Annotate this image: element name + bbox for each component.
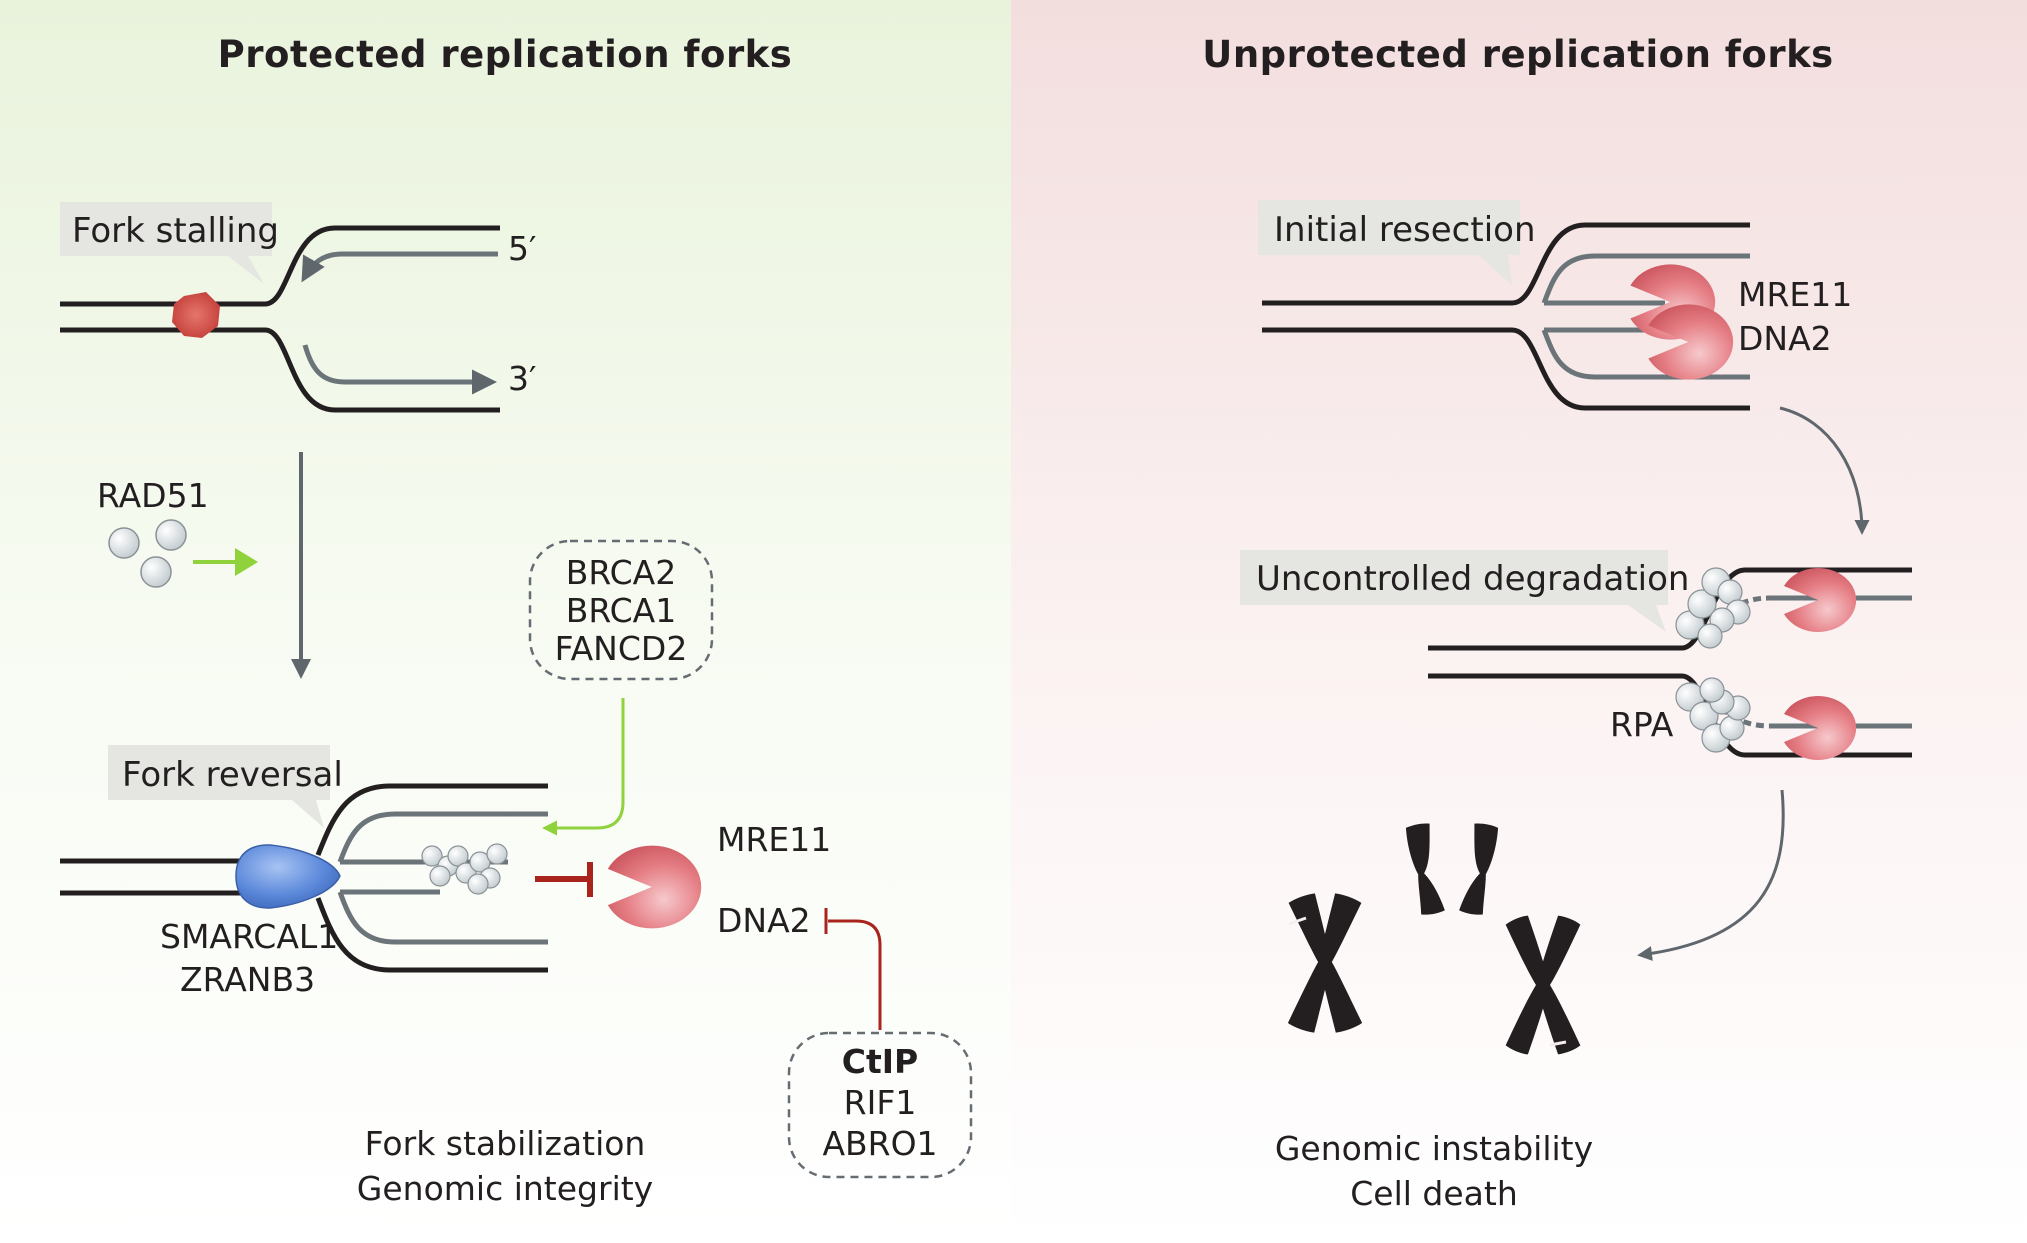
- dna-lesion: [172, 292, 220, 338]
- brca-activation-arrow: [542, 698, 625, 836]
- right-outcome-line2: Cell death: [1350, 1174, 1518, 1213]
- ctip-box: CtIP RIF1 ABRO1: [787, 1031, 973, 1179]
- abro1-label: ABRO1: [822, 1124, 937, 1163]
- rpa-label: RPA: [1610, 705, 1674, 744]
- fork-stalling-label: Fork stalling: [72, 211, 279, 251]
- left-title: Protected replication forks: [218, 33, 793, 76]
- fork-stalling-tag: Fork stalling: [60, 202, 279, 284]
- brca1-label: BRCA1: [566, 591, 677, 630]
- uncontrolled-degradation-label: Uncontrolled degradation: [1256, 559, 1689, 599]
- three-prime-label: 3′: [508, 359, 537, 398]
- rad51-filament: [421, 843, 508, 895]
- fancd2-label: FANCD2: [555, 629, 688, 668]
- rad51-label: RAD51: [97, 476, 209, 515]
- smarcal1-label: SMARCAL1: [160, 917, 338, 956]
- resection-to-degradation-arrow: [1779, 406, 1870, 535]
- ctip-inhibits-dna2: [824, 908, 882, 1030]
- rpa-upper-cluster: [1675, 567, 1751, 649]
- fork-reversal-label: Fork reversal: [122, 755, 343, 795]
- stalled-fork-dna: [60, 225, 500, 413]
- rad51-inhibits-mre11: [535, 862, 593, 897]
- right-dna2-label: DNA2: [1738, 319, 1832, 358]
- chromosome-breaks: [1288, 916, 1567, 1047]
- uncontrolled-degradation-tag: Uncontrolled degradation: [1240, 550, 1689, 632]
- left-outcome-line1: Fork stabilization: [365, 1124, 646, 1163]
- rad51-molecules: [108, 519, 187, 588]
- initial-resection-label: Initial resection: [1274, 210, 1536, 250]
- degradation-to-instability-arrow: [1637, 789, 1785, 961]
- rpa-lower-cluster: [1675, 677, 1751, 753]
- ctip-label: CtIP: [842, 1042, 918, 1081]
- rif1-label: RIF1: [844, 1083, 917, 1122]
- mre11-label: MRE11: [717, 820, 831, 859]
- reversed-fork-dna: [60, 783, 548, 973]
- fork-reversal-tag: Fork reversal: [108, 745, 343, 828]
- resected-fork-dna: [1262, 222, 1750, 411]
- nascent-strands: [301, 251, 498, 395]
- right-outcome-line1: Genomic instability: [1275, 1129, 1593, 1168]
- brca-box: BRCA2 BRCA1 FANCD2: [528, 539, 714, 681]
- zranb3-label: ZRANB3: [180, 960, 315, 999]
- left-outcome-line2: Genomic integrity: [357, 1169, 653, 1208]
- dna2-label: DNA2: [717, 901, 811, 940]
- broken-chromosomes: [1287, 823, 1581, 1055]
- five-prime-label: 5′: [508, 229, 537, 268]
- right-title: Unprotected replication forks: [1202, 33, 1833, 76]
- brca2-label: BRCA2: [566, 553, 677, 592]
- initial-resection-tag: Initial resection: [1258, 200, 1536, 285]
- right-mre11-label: MRE11: [1738, 275, 1852, 314]
- rad51-loading-arrow: [193, 548, 258, 576]
- smarcal1-translocase: [235, 844, 341, 909]
